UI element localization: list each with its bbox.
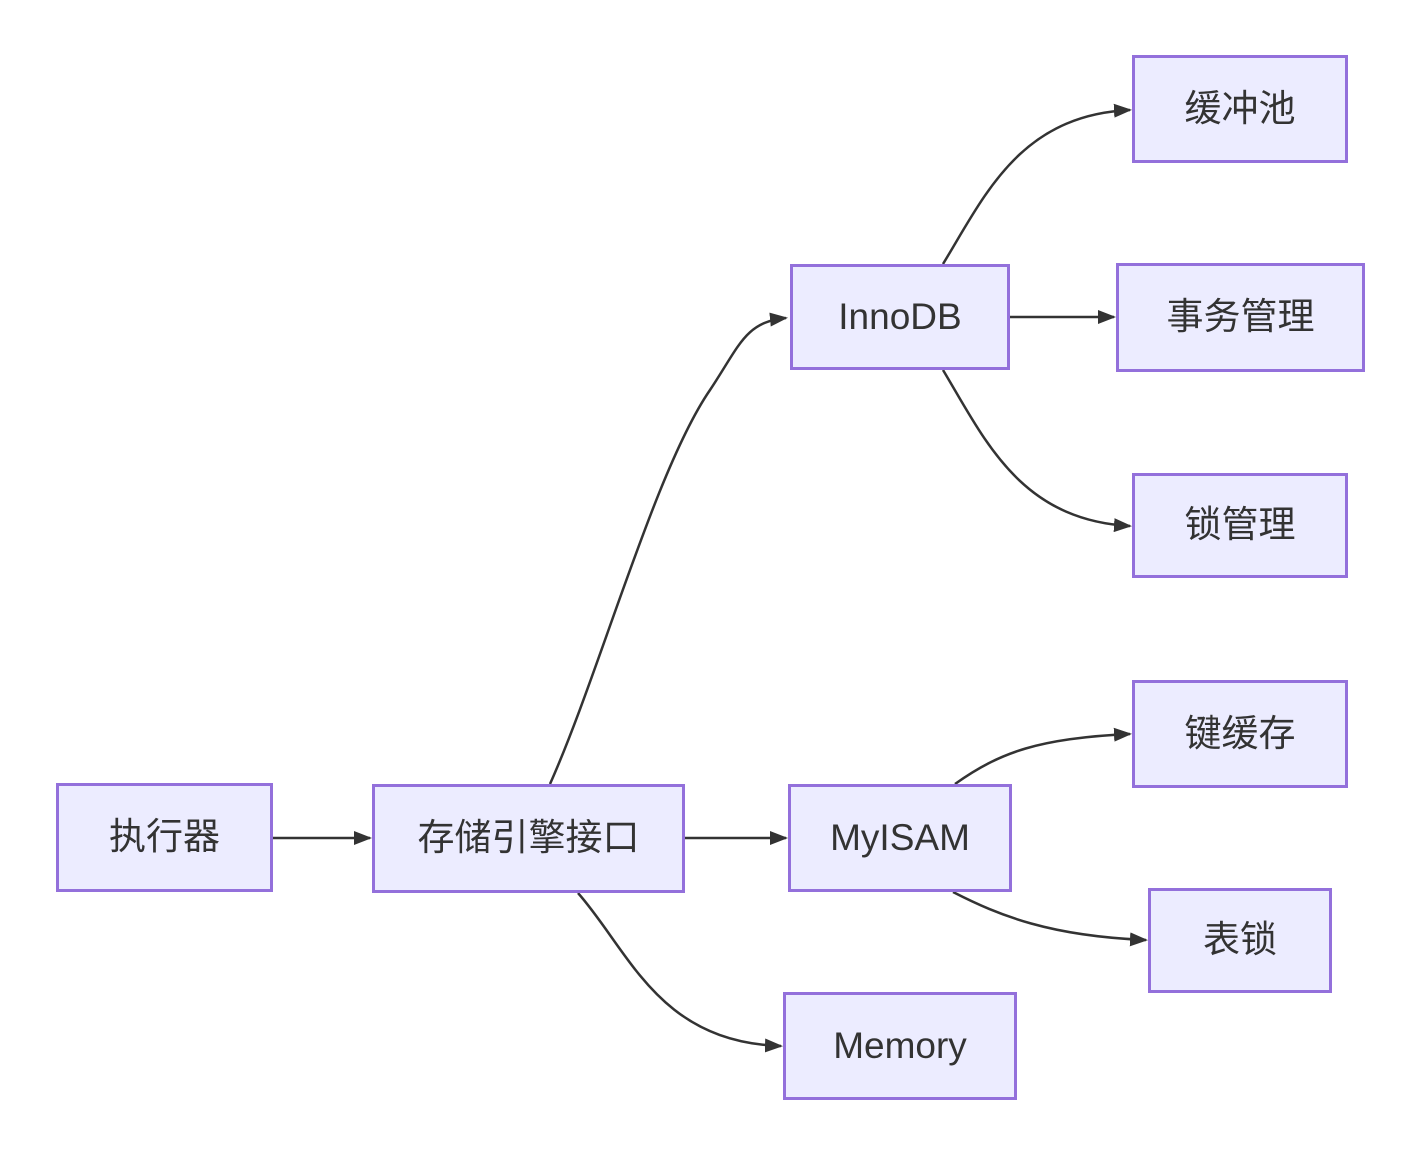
- edge-engine-interface-to-memory: [577, 892, 783, 1053]
- edge-engine-interface-to-innodb: [548, 312, 788, 785]
- node-lock-management-label: 锁管理: [1184, 504, 1296, 546]
- node-buffer-pool: 缓冲池: [1132, 55, 1348, 163]
- node-buffer-pool-label: 缓冲池: [1184, 87, 1296, 129]
- edge-innodb-to-buffer-pool: [941, 103, 1132, 265]
- node-executor-label: 执行器: [109, 816, 220, 858]
- edge-myisam-to-key-cache: [954, 727, 1132, 786]
- node-innodb-label: InnoDB: [838, 295, 962, 337]
- node-key-cache: 键缓存: [1132, 680, 1348, 788]
- node-lock-management: 锁管理: [1132, 473, 1348, 578]
- node-innodb: InnoDB: [790, 264, 1010, 370]
- node-table-lock: 表锁: [1148, 888, 1332, 993]
- node-myisam-label: MyISAM: [830, 816, 970, 858]
- node-engine-interface: 存储引擎接口: [372, 784, 685, 893]
- node-myisam: MyISAM: [788, 784, 1012, 892]
- node-transaction-management: 事务管理: [1116, 263, 1365, 372]
- node-table-lock-label: 表锁: [1203, 919, 1277, 961]
- node-executor: 执行器: [56, 783, 273, 892]
- node-memory-label: Memory: [833, 1024, 967, 1066]
- node-engine-interface-label: 存储引擎接口: [417, 817, 640, 859]
- edge-innodb-to-lock-management: [941, 369, 1132, 533]
- node-key-cache-label: 键缓存: [1184, 712, 1296, 754]
- edge-myisam-to-table-lock: [952, 890, 1148, 947]
- node-transaction-management-label: 事务管理: [1166, 296, 1315, 338]
- node-memory: Memory: [783, 992, 1017, 1100]
